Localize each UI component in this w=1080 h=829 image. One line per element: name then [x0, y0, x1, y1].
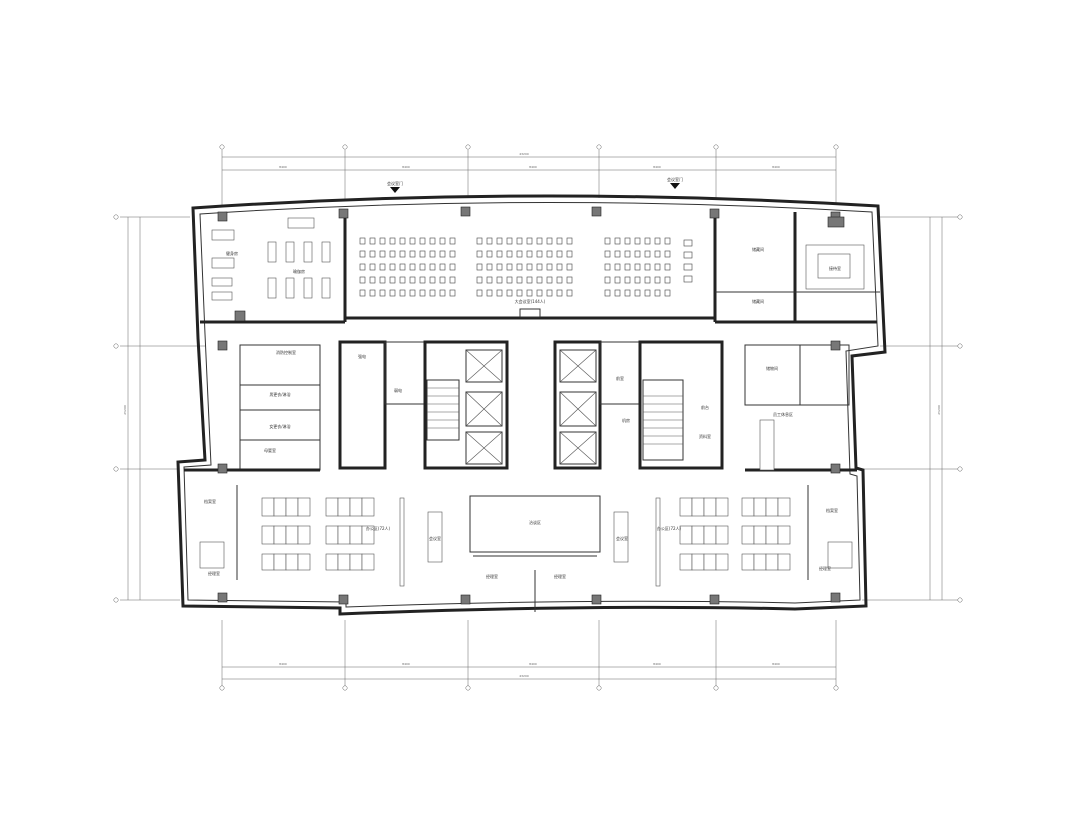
column: [460, 594, 471, 605]
room-label-gym: 健身房: [226, 250, 238, 256]
room-labels: 健身房 瑜伽房 大会议室(144人) 储藏间 储藏间 接待室 消防控制室 男更衣…: [204, 246, 841, 579]
room-label-women-changing: 女更衣/淋浴: [269, 423, 290, 429]
column: [830, 592, 841, 603]
room-label-staff-lounge: 员工休息区: [773, 411, 793, 417]
grid-bubble: [596, 144, 602, 150]
room-label-manager: 经理室: [208, 570, 220, 576]
entrance-arrow-icon: [390, 187, 400, 193]
room-label-office-west: 办公区(72人): [366, 525, 391, 531]
dim-top-seg: 8400: [279, 165, 287, 169]
column: [217, 592, 228, 603]
room-label-archive-room: 资料室: [699, 433, 711, 439]
room-label-manager: 经理室: [486, 573, 498, 579]
column: [217, 211, 228, 222]
column: [338, 208, 349, 219]
column: [709, 594, 720, 605]
grid-bubble: [713, 685, 719, 691]
dim-right-total: 25200: [937, 405, 941, 415]
column: [460, 206, 471, 217]
room-label-archive: 档案室: [826, 507, 838, 513]
interior-walls: [184, 210, 880, 612]
column: [830, 463, 841, 474]
dim-bottom-seg: 8400: [529, 662, 537, 666]
room-label-lobby: 前室: [616, 375, 624, 381]
entrance-arrow-icon: [670, 183, 680, 189]
column: [217, 340, 228, 351]
room-label-lounge-area: 洽谈区: [529, 519, 541, 525]
room-label-manager: 经理室: [819, 565, 831, 571]
entrance-markers: 会议室门 会议室门: [387, 176, 683, 193]
core-circulation: [426, 349, 684, 465]
grid-bubble: [219, 144, 225, 150]
grid-bubble: [465, 685, 471, 691]
building-outline: [176, 194, 887, 616]
grid-bubble: [113, 597, 119, 603]
grid-bubble: [113, 214, 119, 220]
grid-bubble: [833, 144, 839, 150]
room-label-storage: 储藏间: [752, 298, 764, 304]
grid-bubble: [833, 685, 839, 691]
room-label-nursing: 母婴室: [264, 447, 276, 453]
dim-bottom-total: 43200: [519, 674, 529, 678]
column: [591, 206, 602, 217]
grid-bubbles: [113, 144, 963, 691]
dim-top-seg: 8400: [653, 165, 661, 169]
room-label-auditorium: 大会议室(144人): [515, 298, 546, 304]
column: [830, 340, 841, 351]
grid-bubble: [342, 685, 348, 691]
room-label-meeting: 会议室: [429, 535, 441, 541]
structural-columns: [217, 206, 841, 605]
dimension-labels: 43200 8400 8400 8400 8400 8400 8400 8400…: [123, 152, 941, 678]
dim-bottom-seg: 8400: [653, 662, 661, 666]
grid-bubble: [957, 597, 963, 603]
room-label-men-changing: 男更衣/淋浴: [269, 391, 290, 397]
room-label-strong-power: 强电: [358, 353, 366, 359]
room-label-office-east: 办公区(72人): [657, 525, 682, 531]
room-label-weak-power: 弱电: [394, 387, 402, 393]
reception-furniture: [805, 216, 865, 290]
office-workstations: [199, 419, 853, 587]
room-label-yoga: 瑜伽房: [293, 268, 305, 274]
column: [591, 594, 602, 605]
room-label-machine: 机房: [622, 417, 630, 423]
dim-bottom-seg: 8400: [402, 662, 410, 666]
grid-bubble: [219, 685, 225, 691]
column: [338, 594, 349, 605]
room-label-archive: 档案室: [204, 498, 216, 504]
entrance-label: 会议室门: [667, 176, 683, 182]
room-label-meeting: 会议室: [616, 535, 628, 541]
auditorium-seats: [359, 237, 693, 318]
grid-bubble: [342, 144, 348, 150]
column: [709, 208, 720, 219]
grid-bubble: [957, 214, 963, 220]
column: [217, 463, 228, 474]
dim-bottom-seg: 8400: [772, 662, 780, 666]
room-label-storage: 储藏间: [752, 246, 764, 252]
grid-bubble: [957, 343, 963, 349]
dim-top-total: 43200: [519, 152, 529, 156]
grid-bubble: [596, 685, 602, 691]
entrance-label: 会议室门: [387, 180, 403, 186]
dimension-lines: [120, 150, 958, 686]
grid-bubble: [465, 144, 471, 150]
room-label-front-desk: 前台: [701, 404, 709, 410]
dim-top-seg: 8400: [772, 165, 780, 169]
grid-bubble: [713, 144, 719, 150]
dim-bottom-seg: 8400: [279, 662, 287, 666]
dim-top-seg: 8400: [529, 165, 537, 169]
room-label-reception: 接待室: [829, 265, 841, 271]
grid-bubble: [113, 343, 119, 349]
dim-top-seg: 8400: [402, 165, 410, 169]
room-label-storeroom: 储物间: [766, 365, 778, 371]
dim-left-total: 25200: [123, 405, 127, 415]
room-label-fire-control: 消防控制室: [276, 349, 296, 355]
grid-bubble: [113, 466, 119, 472]
grid-bubble: [957, 466, 963, 472]
gym-equipment: [211, 217, 331, 322]
room-label-manager: 经理室: [554, 573, 566, 579]
